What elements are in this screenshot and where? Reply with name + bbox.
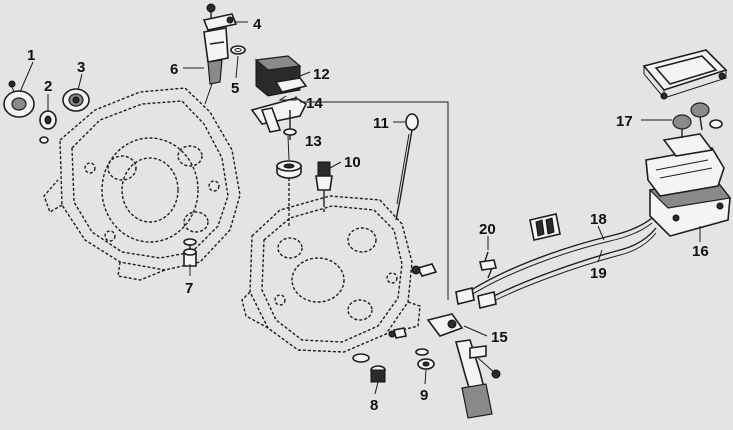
callout-12: 12 bbox=[313, 66, 330, 83]
part-2-seal bbox=[39, 110, 57, 144]
part-5-o-ring bbox=[230, 45, 246, 55]
callout-8: 8 bbox=[370, 397, 378, 414]
callout-7: 7 bbox=[185, 280, 193, 297]
part-13-seal bbox=[276, 160, 302, 179]
callout-4: 4 bbox=[253, 16, 262, 33]
part-17-upper-plate bbox=[642, 49, 728, 138]
part-9-washer bbox=[415, 348, 435, 370]
part-15-shift-lever bbox=[426, 313, 501, 419]
cable-clamp bbox=[529, 213, 561, 241]
part-14-mount bbox=[250, 95, 308, 140]
callout-16: 16 bbox=[692, 243, 709, 260]
case-bolts bbox=[388, 263, 438, 339]
transmission-case bbox=[241, 178, 421, 353]
callout-14: 14 bbox=[306, 95, 323, 112]
callout-17: 17 bbox=[616, 113, 633, 130]
callout-5: 5 bbox=[231, 80, 239, 97]
knob-c bbox=[709, 119, 723, 129]
part-6-sensor-body bbox=[203, 27, 229, 105]
callout-19: 19 bbox=[590, 265, 607, 282]
callout-3: 3 bbox=[77, 59, 85, 76]
part-16-shifter-housing bbox=[645, 133, 732, 237]
part-1-flange bbox=[3, 80, 35, 118]
knob-b bbox=[690, 102, 710, 131]
callout-10: 10 bbox=[344, 154, 361, 171]
knob-a bbox=[672, 114, 692, 138]
part-3-bearing bbox=[62, 88, 90, 112]
callout-13: 13 bbox=[305, 133, 322, 150]
callout-1: 1 bbox=[27, 47, 35, 64]
callout-18: 18 bbox=[590, 211, 607, 228]
callout-11: 11 bbox=[373, 115, 389, 132]
callout-6: 6 bbox=[170, 61, 178, 78]
clutch-housing bbox=[43, 87, 241, 281]
part-11-dipstick bbox=[395, 113, 419, 221]
callout-15: 15 bbox=[491, 329, 508, 346]
callout-labels: 1 2 3 4 5 6 7 8 9 10 11 12 13 14 15 16 1… bbox=[27, 16, 709, 414]
callout-2: 2 bbox=[44, 78, 52, 95]
part-10-plug bbox=[315, 161, 333, 204]
leader-lines bbox=[19, 21, 701, 395]
shift-cables bbox=[455, 217, 657, 309]
part-7-bolt bbox=[183, 238, 197, 267]
leader-guide-line bbox=[300, 101, 449, 300]
callout-20: 20 bbox=[479, 221, 496, 238]
callout-9: 9 bbox=[420, 387, 428, 404]
part-4-sensor-bolt bbox=[202, 3, 238, 31]
part-8-drain-plug bbox=[352, 353, 386, 383]
part-12-bracket bbox=[254, 55, 308, 97]
part-20-clip bbox=[479, 251, 497, 279]
